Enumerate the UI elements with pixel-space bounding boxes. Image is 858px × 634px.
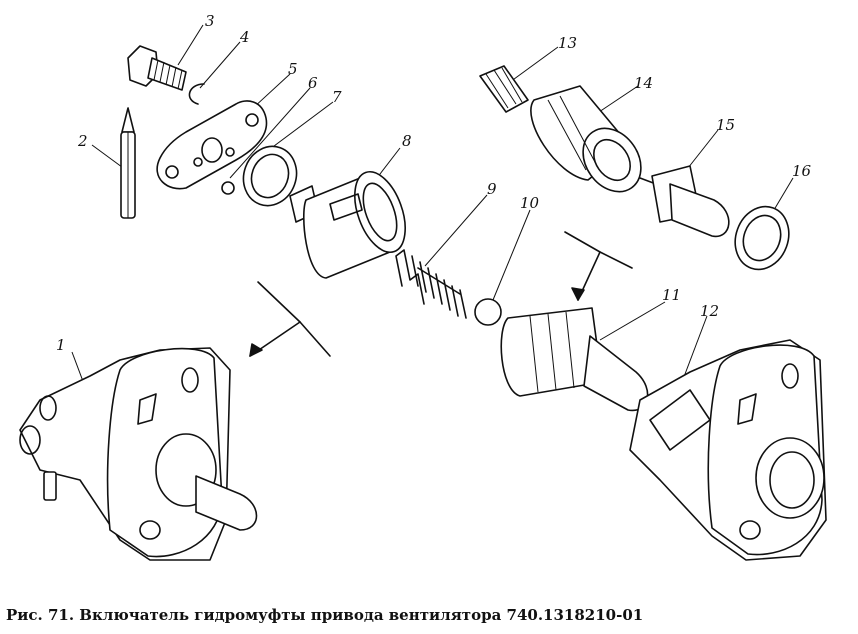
part-label: 9 <box>487 180 497 198</box>
part-7-ring <box>242 145 298 207</box>
part-label: 14 <box>634 74 653 92</box>
part-label: 1 <box>56 336 66 354</box>
part-label: 16 <box>792 162 812 180</box>
assembly-arrows <box>249 231 633 357</box>
part-11-plunger <box>500 307 649 412</box>
part-16-ring <box>734 205 790 271</box>
part-label: 3 <box>205 12 215 30</box>
part-8-valve-body <box>289 171 406 279</box>
part-13-spring <box>479 65 529 113</box>
part-label: 6 <box>308 74 318 92</box>
part-label: 2 <box>77 132 88 150</box>
part-1-housing <box>19 347 258 561</box>
part-6-ball <box>221 181 235 195</box>
part-15-plunger <box>639 165 730 238</box>
part-12-housing <box>629 339 827 561</box>
part-label: 8 <box>402 132 412 150</box>
part-5-flange <box>156 100 268 190</box>
part-label: 4 <box>239 28 250 46</box>
part-9-spring <box>395 249 467 319</box>
part-4-washer <box>188 83 205 105</box>
part-label: 12 <box>700 302 719 320</box>
part-label: 15 <box>716 116 735 134</box>
figure-caption: Рис. 71. Включатель гидромуфты привода в… <box>6 606 644 624</box>
part-14-sleeve <box>530 85 642 193</box>
part-label: 10 <box>520 194 540 212</box>
part-10-ball <box>474 298 502 326</box>
part-3-bolt <box>127 45 187 91</box>
part-label: 11 <box>662 286 681 304</box>
part-labels: 1 2 3 4 5 6 7 8 9 10 11 12 13 14 15 16 <box>56 12 812 354</box>
part-label: 5 <box>288 60 298 78</box>
part-label: 13 <box>558 34 577 52</box>
part-2-pin <box>120 107 136 219</box>
part-label: 7 <box>332 88 342 106</box>
